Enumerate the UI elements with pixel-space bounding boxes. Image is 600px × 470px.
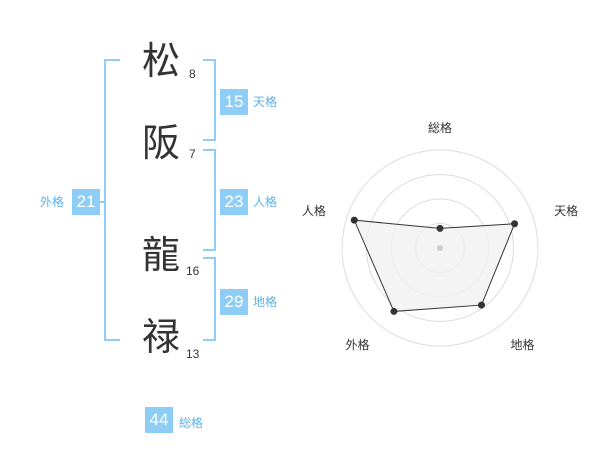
tenkaku-label: 天格	[253, 95, 278, 109]
name-char-4: 禄	[142, 315, 181, 359]
tenkaku-value-badge: 15	[220, 89, 248, 115]
radar-axis-label-1: 総格	[428, 120, 452, 135]
radar-axis-label-5: 人格	[302, 203, 326, 218]
chikaku-label: 地格	[253, 295, 278, 309]
jinkaku-value-badge: 23	[220, 189, 248, 215]
radar-point-5	[350, 216, 358, 224]
radar-data-polygon	[353, 219, 516, 312]
radar-axis-label-4: 外格	[345, 337, 369, 352]
radar-point-2	[511, 220, 519, 228]
stroke-count-1: 8	[189, 67, 196, 81]
jinkaku-label: 人格	[253, 195, 278, 209]
radar-axis-label-3: 地格	[511, 337, 535, 352]
name-char-1: 松	[142, 39, 181, 83]
soukaku-label: 総格	[179, 416, 204, 430]
name-char-2: 阪	[142, 121, 181, 165]
chikaku-value-badge: 29	[220, 289, 248, 315]
radar-grid-ring	[341, 149, 539, 347]
soukaku-value-badge: 44	[145, 407, 173, 433]
name-char-3: 龍	[142, 233, 181, 277]
radar-point-3	[477, 301, 485, 309]
radar-axis-label-2: 天格	[554, 203, 578, 218]
radar-point-1	[436, 224, 444, 232]
radar-center-point	[437, 245, 443, 251]
stroke-count-3: 16	[186, 264, 200, 278]
gaikaku-value-badge: 21	[72, 189, 100, 215]
stroke-count-4: 13	[186, 347, 200, 361]
stroke-count-2: 7	[189, 147, 196, 161]
gaikaku-label: 外格	[40, 195, 65, 209]
radar-point-4	[390, 307, 398, 315]
